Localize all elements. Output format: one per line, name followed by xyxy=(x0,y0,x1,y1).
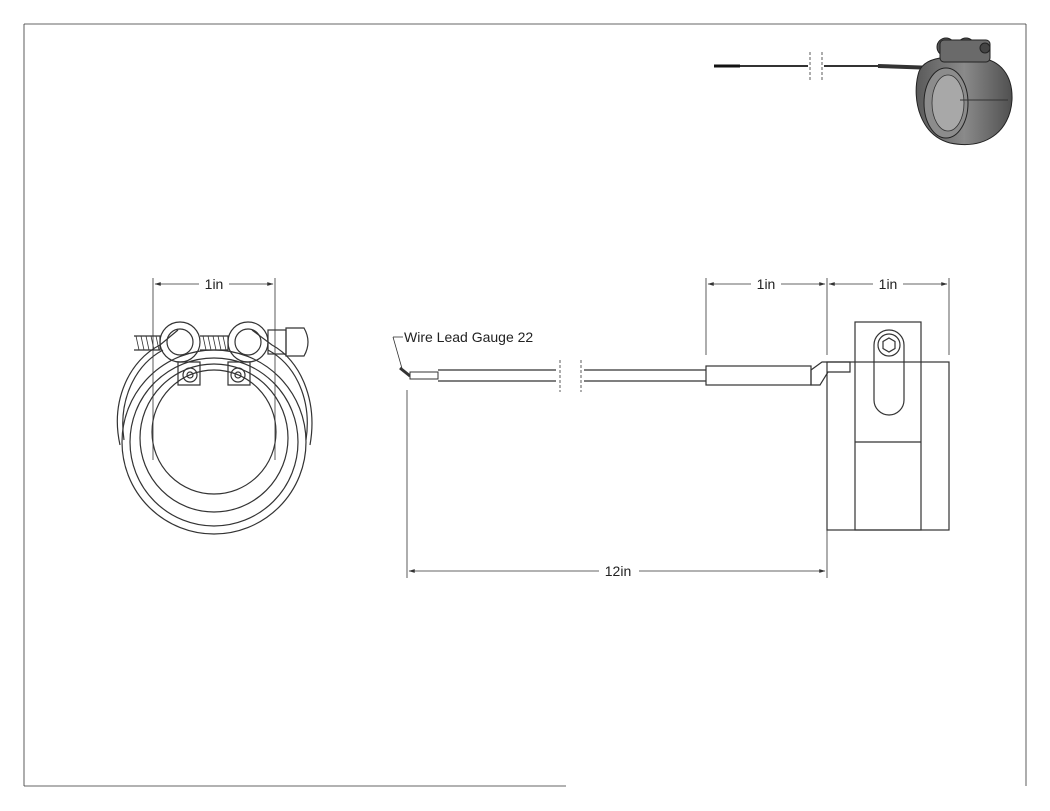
sheet-border xyxy=(23,23,1027,787)
heater-width-dimension: 1in xyxy=(879,276,898,292)
total-length-dimension: 12in xyxy=(605,563,631,579)
front-width-dimension: 1in xyxy=(205,276,224,292)
wire-gauge-note: Wire Lead Gauge 22 xyxy=(404,329,533,345)
isometric-view xyxy=(714,37,1013,145)
side-view: 1in 1in 12in Wire Lead Gauge 22 xyxy=(392,276,950,580)
lead-extension-dimension: 1in xyxy=(757,276,776,292)
front-view: 1in xyxy=(116,276,313,535)
